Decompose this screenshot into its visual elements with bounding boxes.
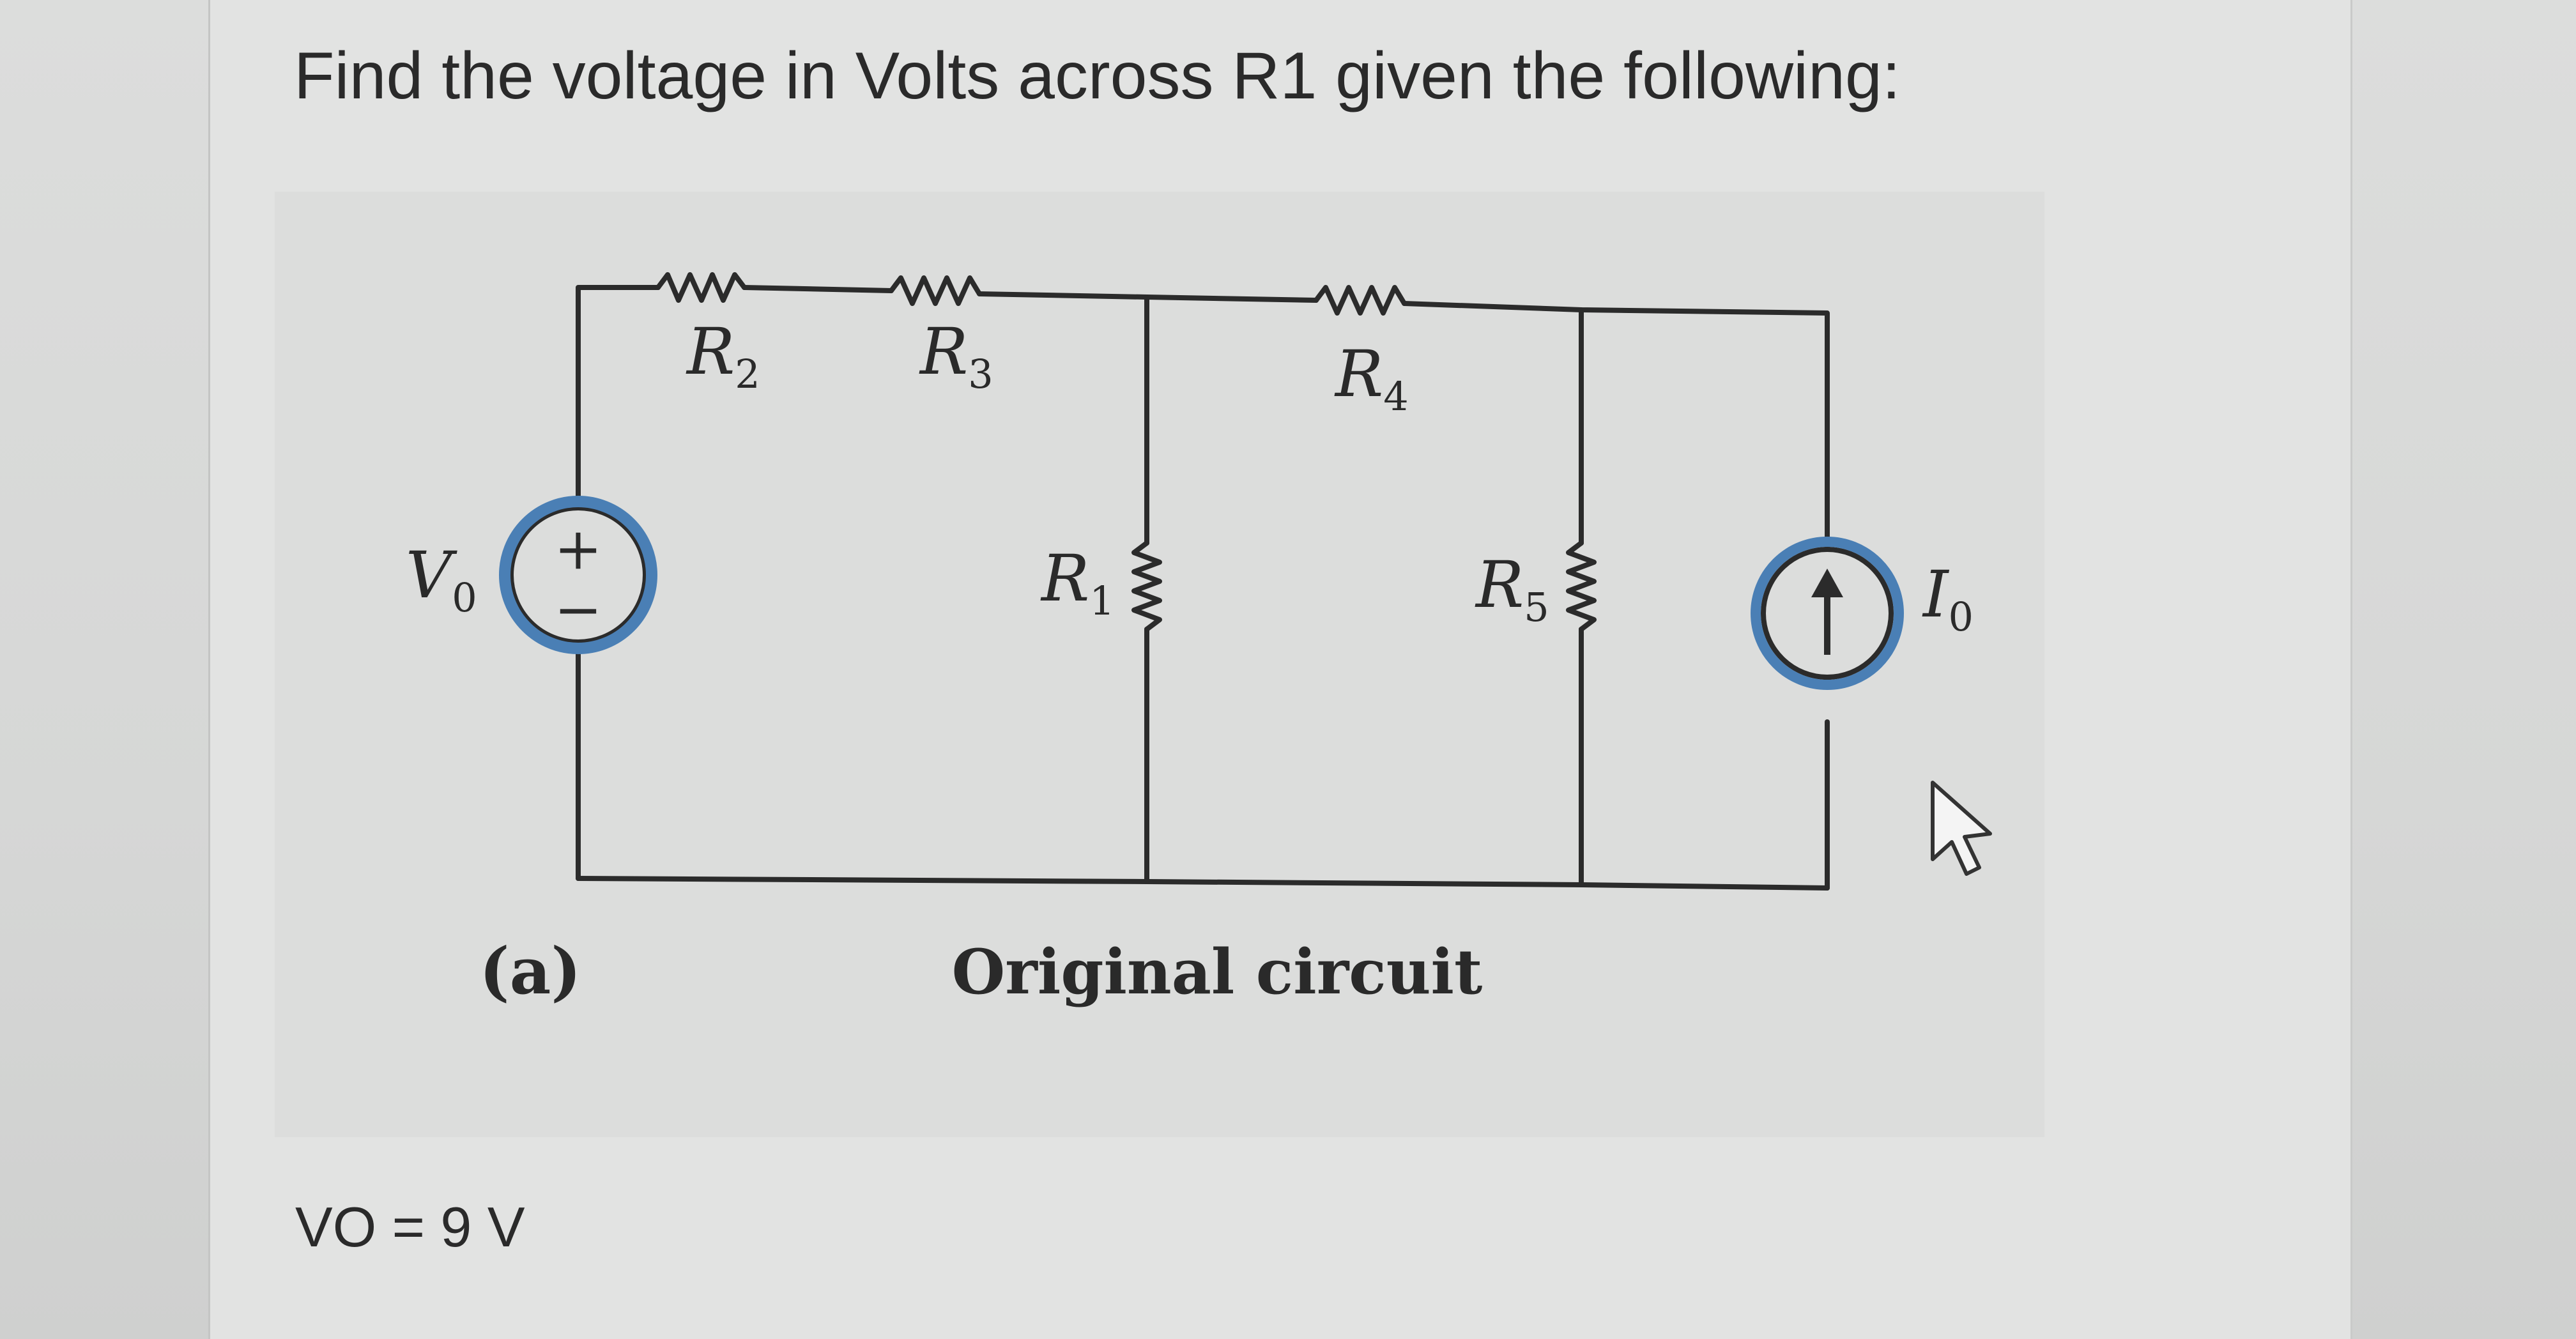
resistor-r5 xyxy=(1566,540,1597,632)
label-r5: R5 xyxy=(1475,547,1549,631)
minus-sign: − xyxy=(554,576,602,643)
wire-r2-r3 xyxy=(742,285,894,293)
voltage-source-v0: + − xyxy=(499,496,657,654)
resistor-r1 xyxy=(1131,540,1162,632)
label-r3: R3 xyxy=(919,314,993,397)
plus-sign: + xyxy=(554,516,602,583)
label-i0: I0 xyxy=(1922,557,1974,640)
resistor-r4 xyxy=(1314,285,1407,316)
mouse-cursor-icon xyxy=(1931,781,1992,876)
current-source-i0 xyxy=(1751,537,1904,690)
caption-original-circuit: Original circuit xyxy=(952,936,1483,1008)
highlight-circle-v0 xyxy=(499,496,657,654)
wire-left-top xyxy=(576,285,661,510)
caption-a: (a) xyxy=(479,933,581,1009)
wire-r3-node-a xyxy=(977,291,1149,300)
wire-node-a-r4 xyxy=(1144,295,1319,303)
label-r4: R4 xyxy=(1334,337,1409,420)
wire-bottom-rail xyxy=(576,876,1830,891)
circuit-figure-panel xyxy=(275,192,2044,1137)
question-text: Find the voltage in Volts across R1 give… xyxy=(294,39,1901,113)
label-r2: R2 xyxy=(686,314,760,397)
wire-r4-right xyxy=(1402,301,1830,673)
given-value-v0: VO = 9 V xyxy=(295,1195,525,1259)
label-r1: R1 xyxy=(1040,541,1115,624)
highlight-circle-i0 xyxy=(1751,537,1904,690)
resistor-r3 xyxy=(889,275,982,306)
resistor-r2 xyxy=(656,272,747,303)
label-v0: V0 xyxy=(406,538,477,621)
